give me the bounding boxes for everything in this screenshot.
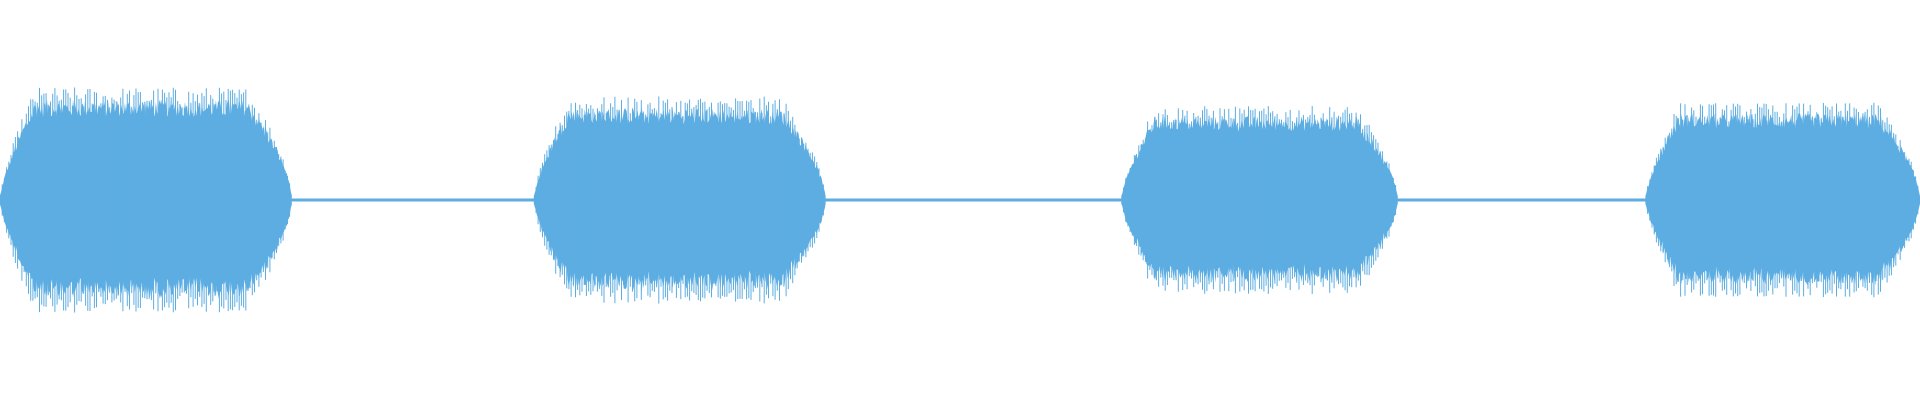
waveform-burst-2-detail bbox=[535, 96, 824, 304]
waveform-burst-2 bbox=[533, 108, 826, 292]
waveform-burst-4 bbox=[1645, 113, 1920, 287]
waveform-burst-1-detail bbox=[1, 87, 291, 313]
waveform-segments bbox=[0, 87, 1920, 313]
waveform-burst-4-detail bbox=[1647, 102, 1919, 298]
waveform-burst-1 bbox=[0, 99, 292, 299]
waveform-burst-3-detail bbox=[1123, 106, 1397, 294]
